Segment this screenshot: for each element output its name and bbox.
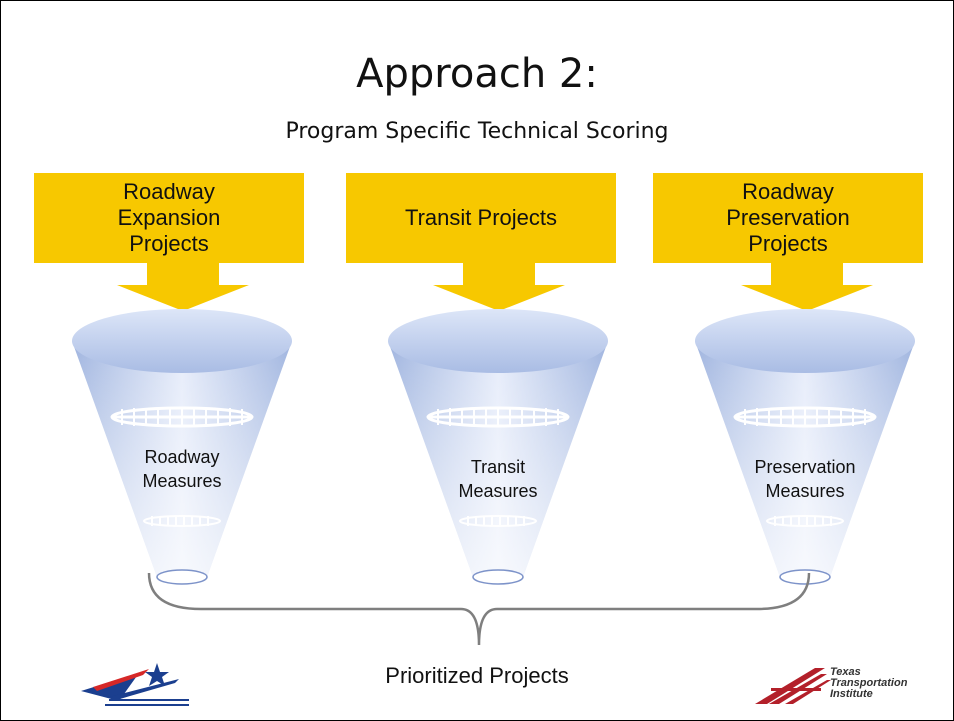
preservation-funnel (695, 309, 915, 585)
tti-logo-text: Texas Transportation Institute (830, 666, 908, 700)
slide-subtitle: Program Specific Technical Scoring (285, 119, 669, 144)
down-arrow-icon (741, 285, 873, 311)
roadway-funnel (72, 309, 292, 585)
transit-measures-label: Transit Measures (458, 457, 538, 501)
slide-title: Approach 2: (356, 51, 598, 97)
roadway-expansion-label: Roadway Expansion Projects (117, 179, 221, 256)
grouping-brace-icon (147, 572, 811, 646)
transit-projects-box: Transit Projects (346, 173, 616, 263)
down-arrow-icon (433, 285, 565, 311)
down-arrow-icon (117, 285, 249, 311)
roadway-preservation-box: Roadway Preservation Projects (653, 173, 923, 263)
transit-projects-label: Transit Projects (404, 205, 557, 230)
preservation-measures-label: Preservation Measures (754, 457, 856, 501)
tti-logo (755, 668, 831, 704)
prioritized-projects-label: Prioritized Projects (385, 663, 569, 688)
transit-funnel (388, 309, 608, 585)
roadway-expansion-box: Roadway Expansion Projects (34, 173, 304, 263)
arrow-2-stem (463, 263, 535, 287)
arrow-3-stem (771, 263, 843, 287)
roadway-measures-label: Roadway Measures (142, 447, 222, 491)
txdot-logo (81, 663, 189, 706)
roadway-preservation-label: Roadway Preservation Projects (726, 179, 850, 256)
arrow-1-stem (147, 263, 219, 287)
